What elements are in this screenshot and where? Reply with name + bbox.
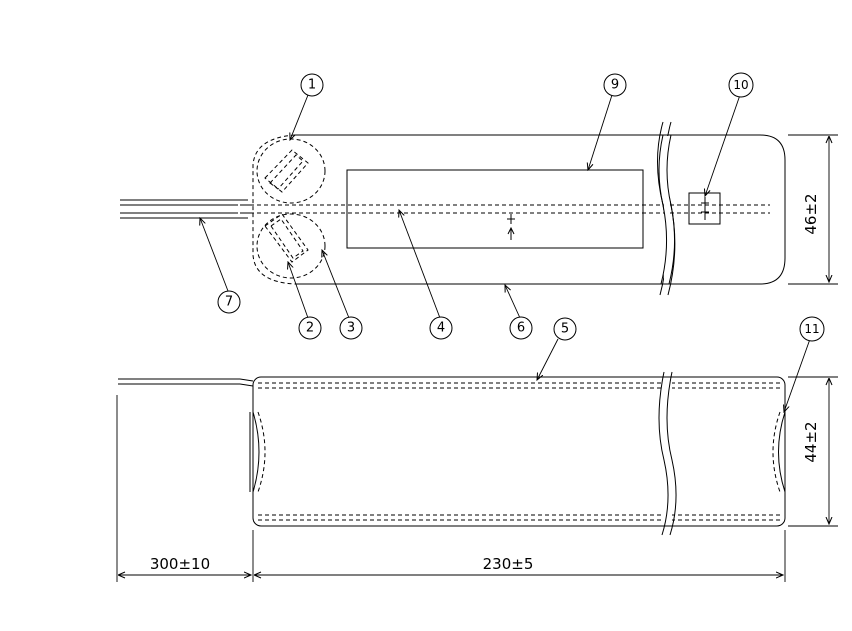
upper-tab-inner [269,154,304,190]
callout-7: 7 [217,290,241,314]
callout-3: 3 [339,316,363,340]
callout-6: 6 [509,316,533,340]
top-left-end [252,134,296,285]
svg-text:9: 9 [611,78,619,93]
lower-tab [264,213,309,263]
side-right-cap [778,411,786,493]
side-lead [118,378,254,387]
center-conductor [250,204,770,214]
dim-top-height: 46±2 [788,134,838,285]
side-top-dash [258,382,780,389]
svg-text:2: 2 [306,321,314,336]
svg-text:4: 4 [437,321,445,336]
lower-lobe [256,213,326,279]
label-rect [346,169,644,249]
callout-5: 5 [553,317,577,341]
lower-tab-inner [270,218,304,259]
top-view [120,121,786,296]
svg-text:230±5: 230±5 [483,555,534,573]
upper-lobe [256,138,326,204]
side-left-cap [252,411,260,493]
side-bottom-dash [258,514,780,521]
upper-tab [264,149,309,193]
svg-text:44±2: 44±2 [802,421,820,462]
leaders [200,94,811,412]
dim-bottom-height: 44±2 [788,376,838,527]
side-view [118,371,786,536]
callout-4: 4 [429,316,453,340]
callout-11: 11 [799,316,825,342]
svg-text:10: 10 [733,78,748,92]
dim-lead-length: 300±10 [116,395,251,582]
svg-text:3: 3 [347,321,355,336]
svg-text:11: 11 [804,322,819,336]
callout-9: 9 [603,73,627,97]
side-break [658,371,677,536]
callout-2: 2 [298,316,322,340]
lead-wire-joint [238,199,250,219]
dim-body-length: 230±5 [252,530,786,582]
svg-text:6: 6 [517,321,525,336]
side-body-outline [252,376,786,527]
svg-text:300±10: 300±10 [150,555,210,573]
polarity-mark [507,214,515,240]
svg-text:46±2: 46±2 [802,193,820,234]
callout-10: 10 [728,72,754,98]
svg-text:1: 1 [308,78,316,93]
callout-1: 1 [300,73,324,97]
svg-text:7: 7 [225,295,233,310]
top-body-outline [295,134,786,285]
lead-wire-top [120,199,238,219]
svg-text:5: 5 [561,322,569,337]
